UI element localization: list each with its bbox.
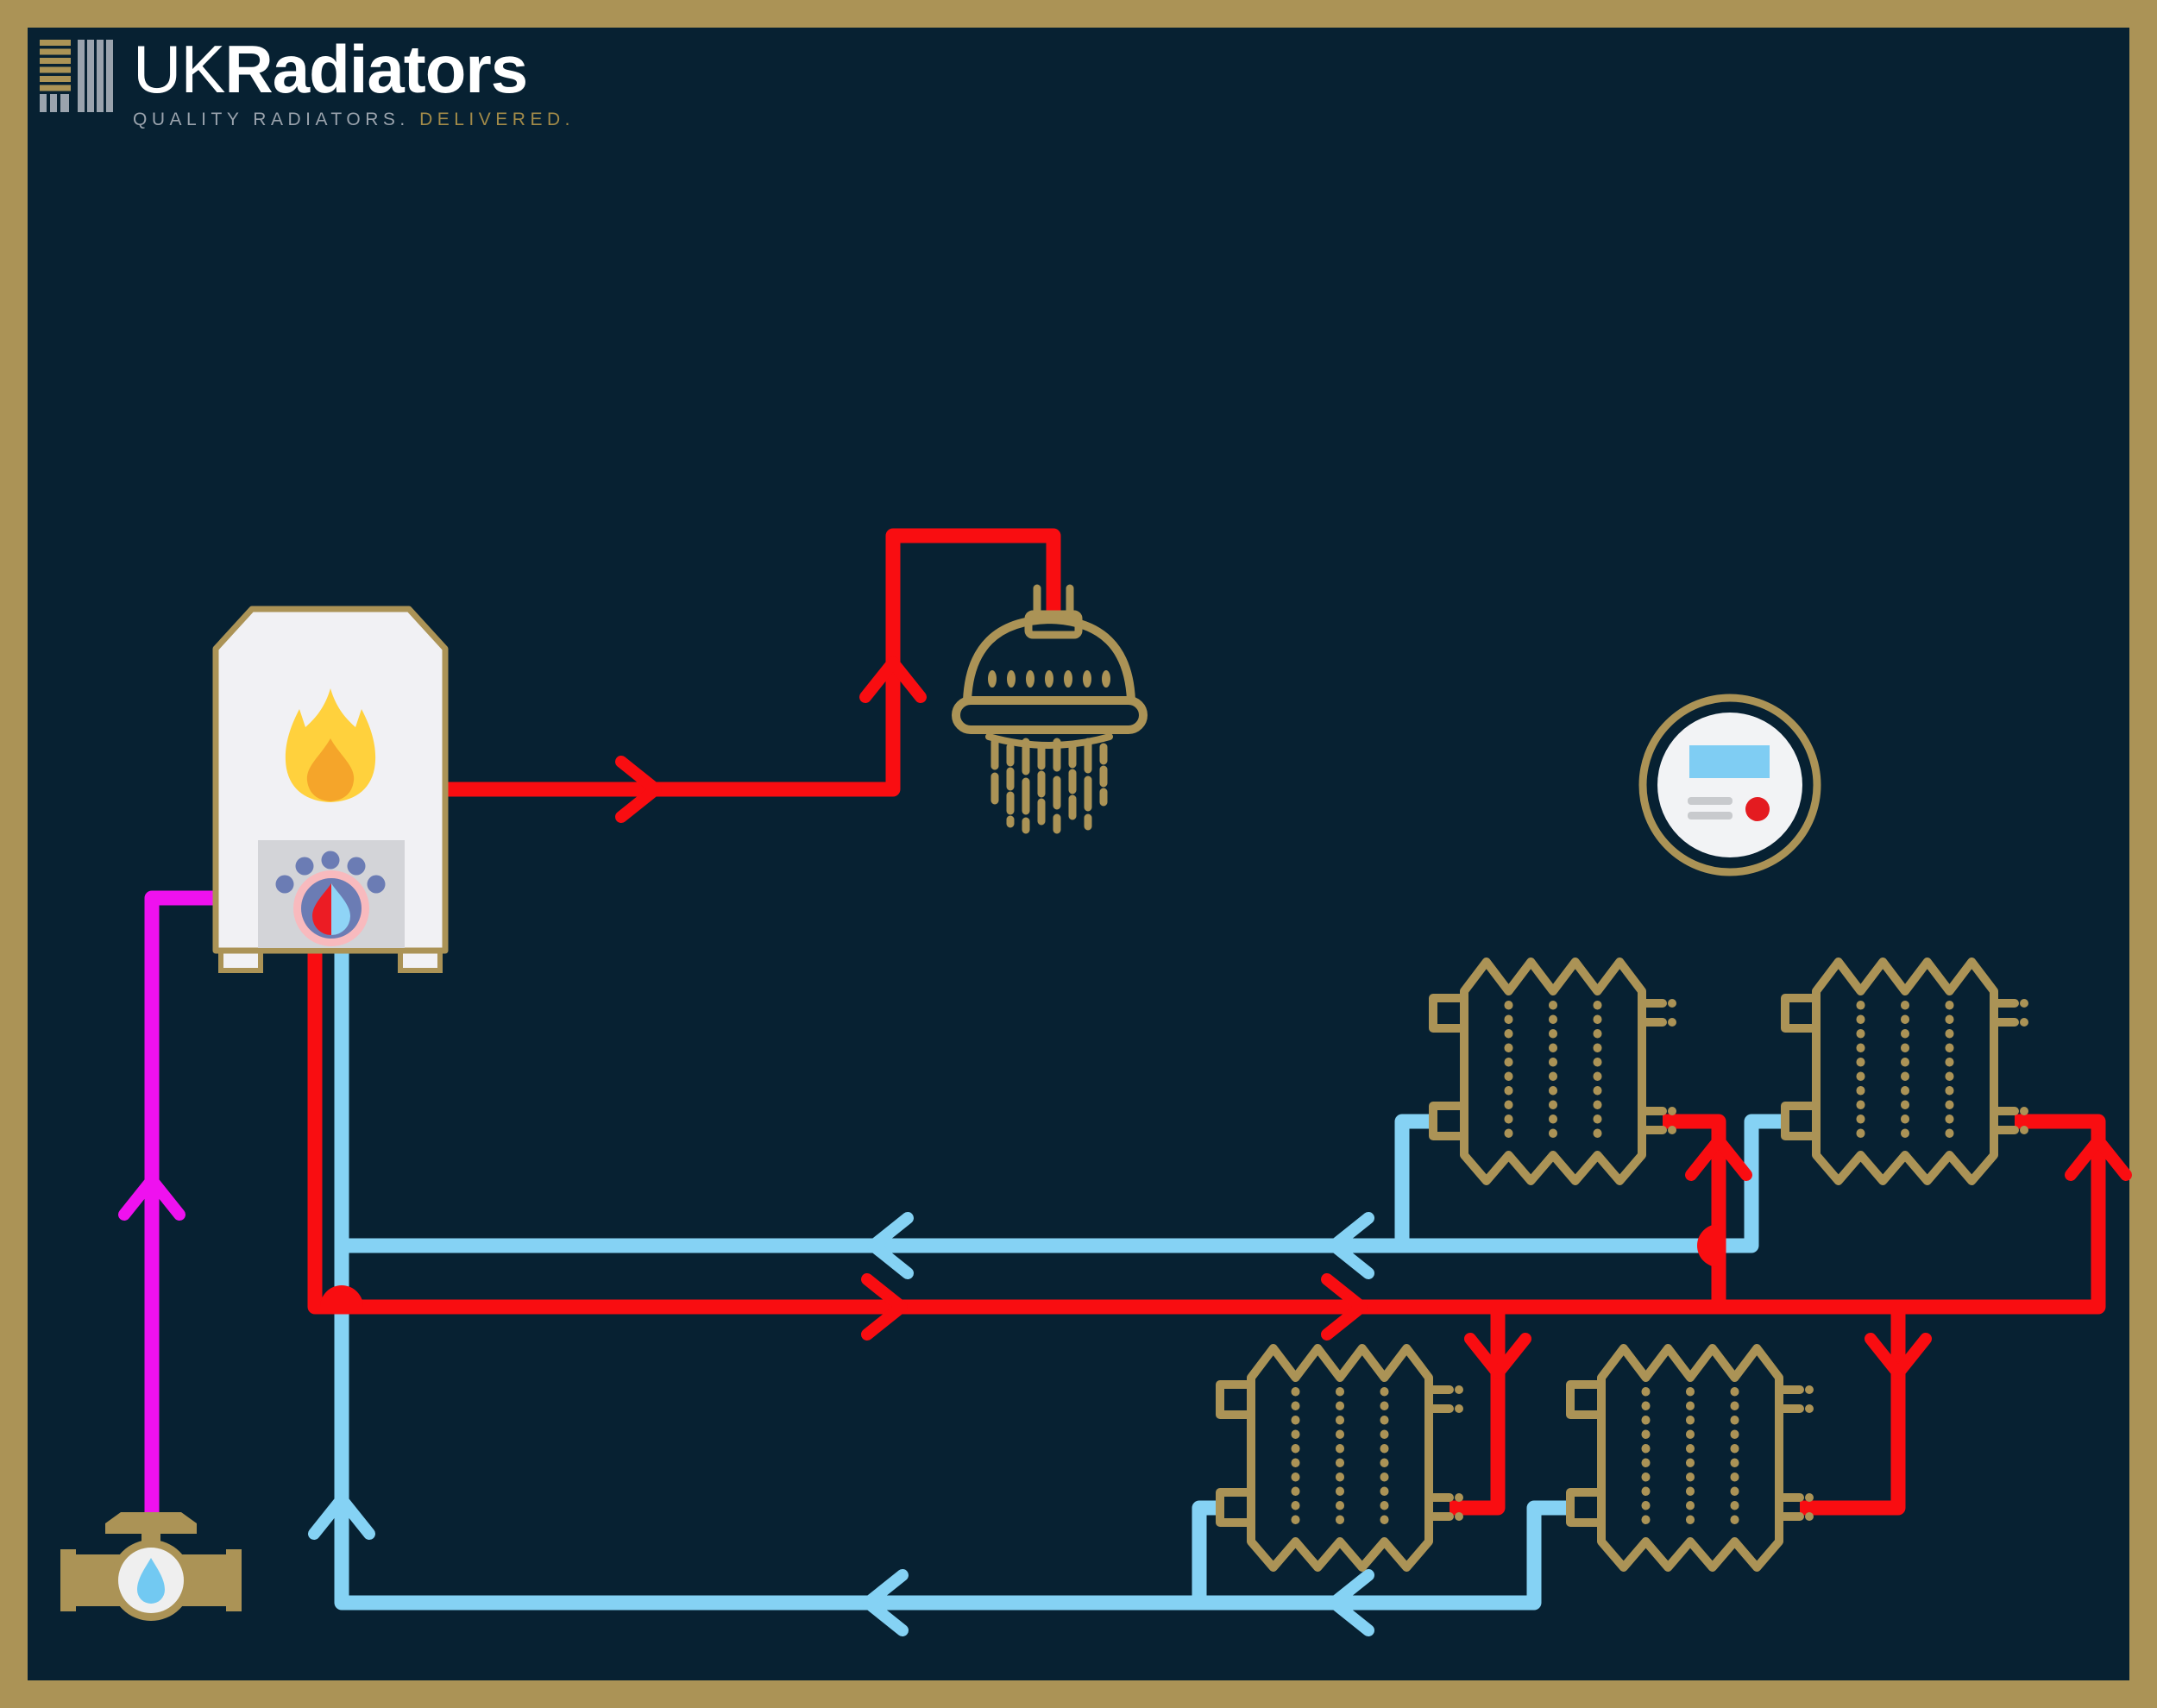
shower-head-icon [952, 584, 1148, 834]
hot-water-to-shower-pipe [445, 528, 1061, 797]
radiator-bottom-right-icon [1570, 1348, 1814, 1567]
radiator-top-left-icon [1433, 962, 1676, 1181]
smart-meter-icon [1638, 694, 1821, 876]
pipe-crossover-bridge [320, 1285, 363, 1307]
stopcock-valve-icon [60, 1512, 242, 1621]
heating-return-pipes [314, 945, 1785, 1630]
brand-name-prefix: UK [133, 31, 225, 107]
tagline-accent: DELIVERED. [419, 110, 575, 130]
radiator-top-right-icon [1785, 962, 2028, 1181]
heating-flow-main-pipe [307, 945, 2106, 1315]
cold-mains-inlet-pipe [124, 890, 216, 1523]
water-streams [990, 738, 1108, 834]
water-drop-icon [137, 1558, 165, 1604]
gas-boiler-icon [212, 606, 449, 973]
brand-logo: UKRadiators QUALITY RADIATORS. DELIVERED… [38, 35, 575, 130]
radiator-bottom-left-return [1192, 1500, 1220, 1603]
radiator-logo-mark-icon [40, 40, 113, 112]
brand-name-suffix: Radiators [224, 31, 528, 107]
brand-name: UKRadiators [133, 35, 575, 103]
temperature-dial [275, 851, 386, 946]
radiator-bottom-right-feed [1800, 1307, 1906, 1516]
upper-return-pipe [342, 1114, 1785, 1253]
heating-flow-pipes [307, 528, 2126, 1516]
radiator-top-left-return [1394, 1114, 1433, 1246]
pipe-crossover-bridge [1697, 1224, 1719, 1267]
boiler-return-pipe [334, 945, 1570, 1611]
brand-tagline: QUALITY RADIATORS. DELIVERED. [133, 110, 575, 130]
radiator-bottom-left-icon [1220, 1348, 1463, 1567]
